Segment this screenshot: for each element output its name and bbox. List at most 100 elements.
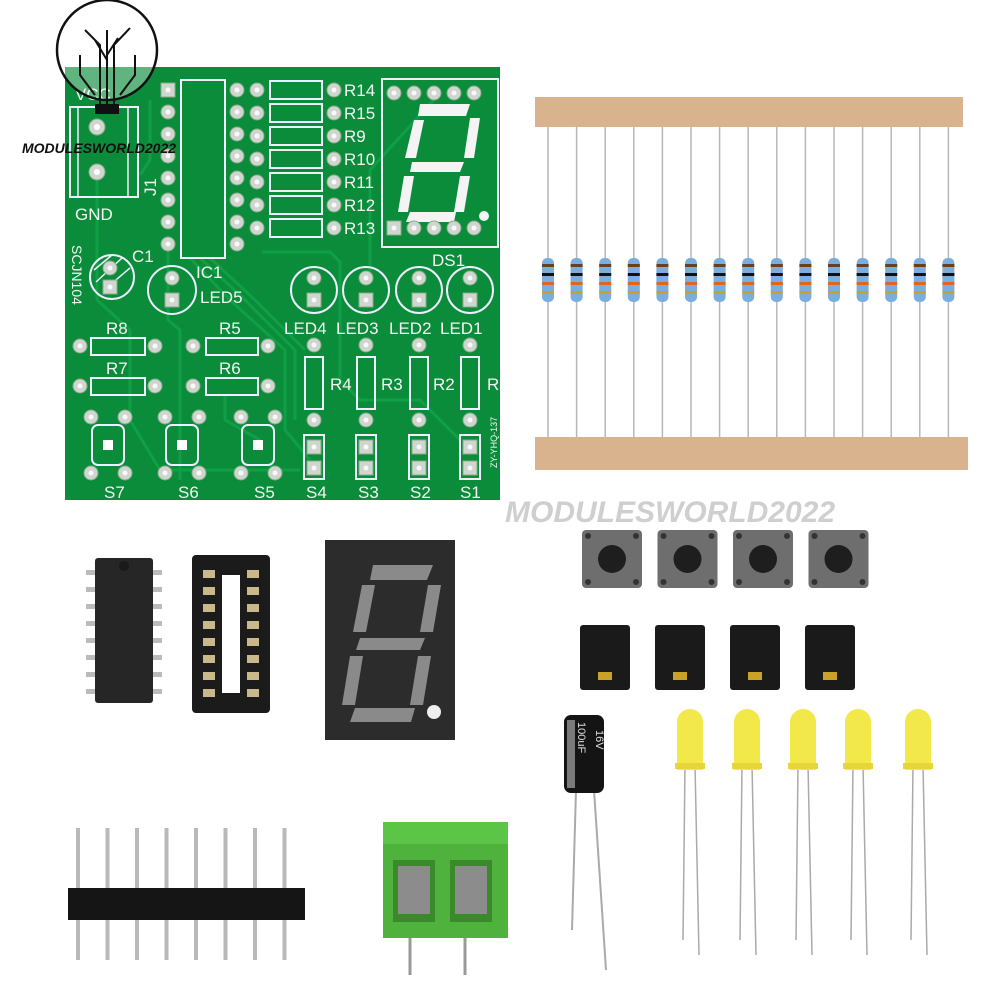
pcb-hole (331, 179, 337, 185)
pcb-hole (331, 133, 337, 139)
led-lead (910, 764, 914, 941)
r5-label: R5 (219, 319, 241, 338)
switch-center (253, 440, 263, 450)
resistor-band (913, 291, 926, 294)
terminal-top (383, 822, 508, 844)
board-id-label: SCJN104 (69, 245, 85, 305)
led-rim (788, 763, 818, 769)
brand-logo: MODULESWORLD2022 (22, 0, 176, 156)
yellow-leds (675, 709, 933, 956)
resistor-outline (409, 356, 429, 410)
resistor-outline (269, 172, 323, 192)
pcb-hole (254, 110, 260, 116)
pcb-hole (363, 465, 369, 471)
led-outline (446, 266, 494, 314)
resistor-band (770, 273, 783, 276)
button-cap (749, 545, 777, 573)
pcb-hole (190, 343, 196, 349)
pcb-hole (162, 470, 168, 476)
ic-pin (152, 638, 162, 643)
resistor-band (913, 264, 926, 267)
socket-contact (203, 621, 215, 629)
led-lead (682, 764, 686, 941)
resistor-band (742, 264, 755, 267)
display-segments (342, 565, 441, 722)
j1-hole (94, 169, 100, 175)
pcb-hole (165, 153, 171, 159)
ic-pin (152, 655, 162, 660)
button-corner (585, 533, 591, 539)
watermark: MODULESWORLD2022 (505, 496, 835, 529)
resistor-band (599, 264, 612, 267)
led-lead (694, 764, 700, 956)
resistor-band (742, 291, 755, 294)
led5-label: LED5 (200, 288, 243, 307)
jumper-body (730, 625, 780, 690)
pcb-hole (467, 444, 473, 450)
pcb-hole (254, 202, 260, 208)
resistor-band (742, 273, 755, 276)
pcb-hole (234, 131, 240, 137)
switch-center (177, 440, 187, 450)
r6-outline (205, 377, 259, 396)
ic-socket (192, 555, 270, 713)
screw-icon (398, 866, 430, 914)
jumper-body (805, 625, 855, 690)
led-lead (751, 764, 757, 956)
socket-contact (247, 570, 259, 578)
pcb-hole (331, 110, 337, 116)
led-lead (922, 764, 928, 956)
switch-label-s2: S2 (410, 483, 431, 502)
r1-label: R (487, 375, 499, 394)
ic-pin (86, 638, 96, 643)
resistor-band (599, 273, 612, 276)
resistor-band (856, 282, 869, 285)
socket-contact (203, 604, 215, 612)
pcb-hole (331, 87, 337, 93)
resistor-outline (269, 218, 323, 238)
led-lead (795, 764, 799, 941)
display-dot (427, 705, 441, 719)
capacitor-stripe (567, 720, 575, 788)
resistor-band (799, 282, 812, 285)
resistor-band (599, 282, 612, 285)
resistor-band (942, 282, 955, 285)
jumper-contact (673, 672, 687, 680)
resistor-band (656, 273, 669, 276)
pcb-hole (196, 414, 202, 420)
capacitor-voltage: 16V (593, 730, 605, 750)
r6-label: R6 (219, 359, 241, 378)
pcb-hole (311, 444, 317, 450)
led-lens (734, 709, 760, 770)
switch-header-outline (459, 434, 481, 480)
pcb-board: VCC GND J1 SCJN104 IC1 C1 LED5 DS1 R14R1… (65, 67, 500, 502)
jumpers (580, 625, 855, 690)
pcb-hole (234, 219, 240, 225)
button-corner (585, 579, 591, 585)
pcb-hole (169, 297, 175, 303)
capacitor-leads (571, 789, 607, 971)
ds1-outline (381, 78, 499, 248)
button-corner (708, 579, 715, 585)
resistor-band (713, 264, 726, 267)
switch-center (103, 440, 113, 450)
resistor-band (685, 282, 697, 285)
ds1-label: DS1 (432, 251, 465, 270)
pcb-hole (416, 342, 422, 348)
seven-segment-display (325, 540, 455, 740)
button-cap (673, 545, 702, 573)
tape-top (535, 97, 963, 127)
resistor-band (627, 273, 640, 276)
pcb-hole (88, 470, 94, 476)
pcb-hole (331, 156, 337, 162)
resistor-band (742, 282, 755, 285)
pcb-hole (467, 297, 473, 303)
resistor-band (885, 264, 898, 267)
pcb-hole (165, 131, 171, 137)
resistor-band (656, 264, 669, 267)
pcb-hole (311, 465, 317, 471)
switch-header-outline (303, 434, 325, 480)
resistor-label-r9: R9 (344, 127, 366, 146)
switch-label-s6: S6 (178, 483, 199, 502)
